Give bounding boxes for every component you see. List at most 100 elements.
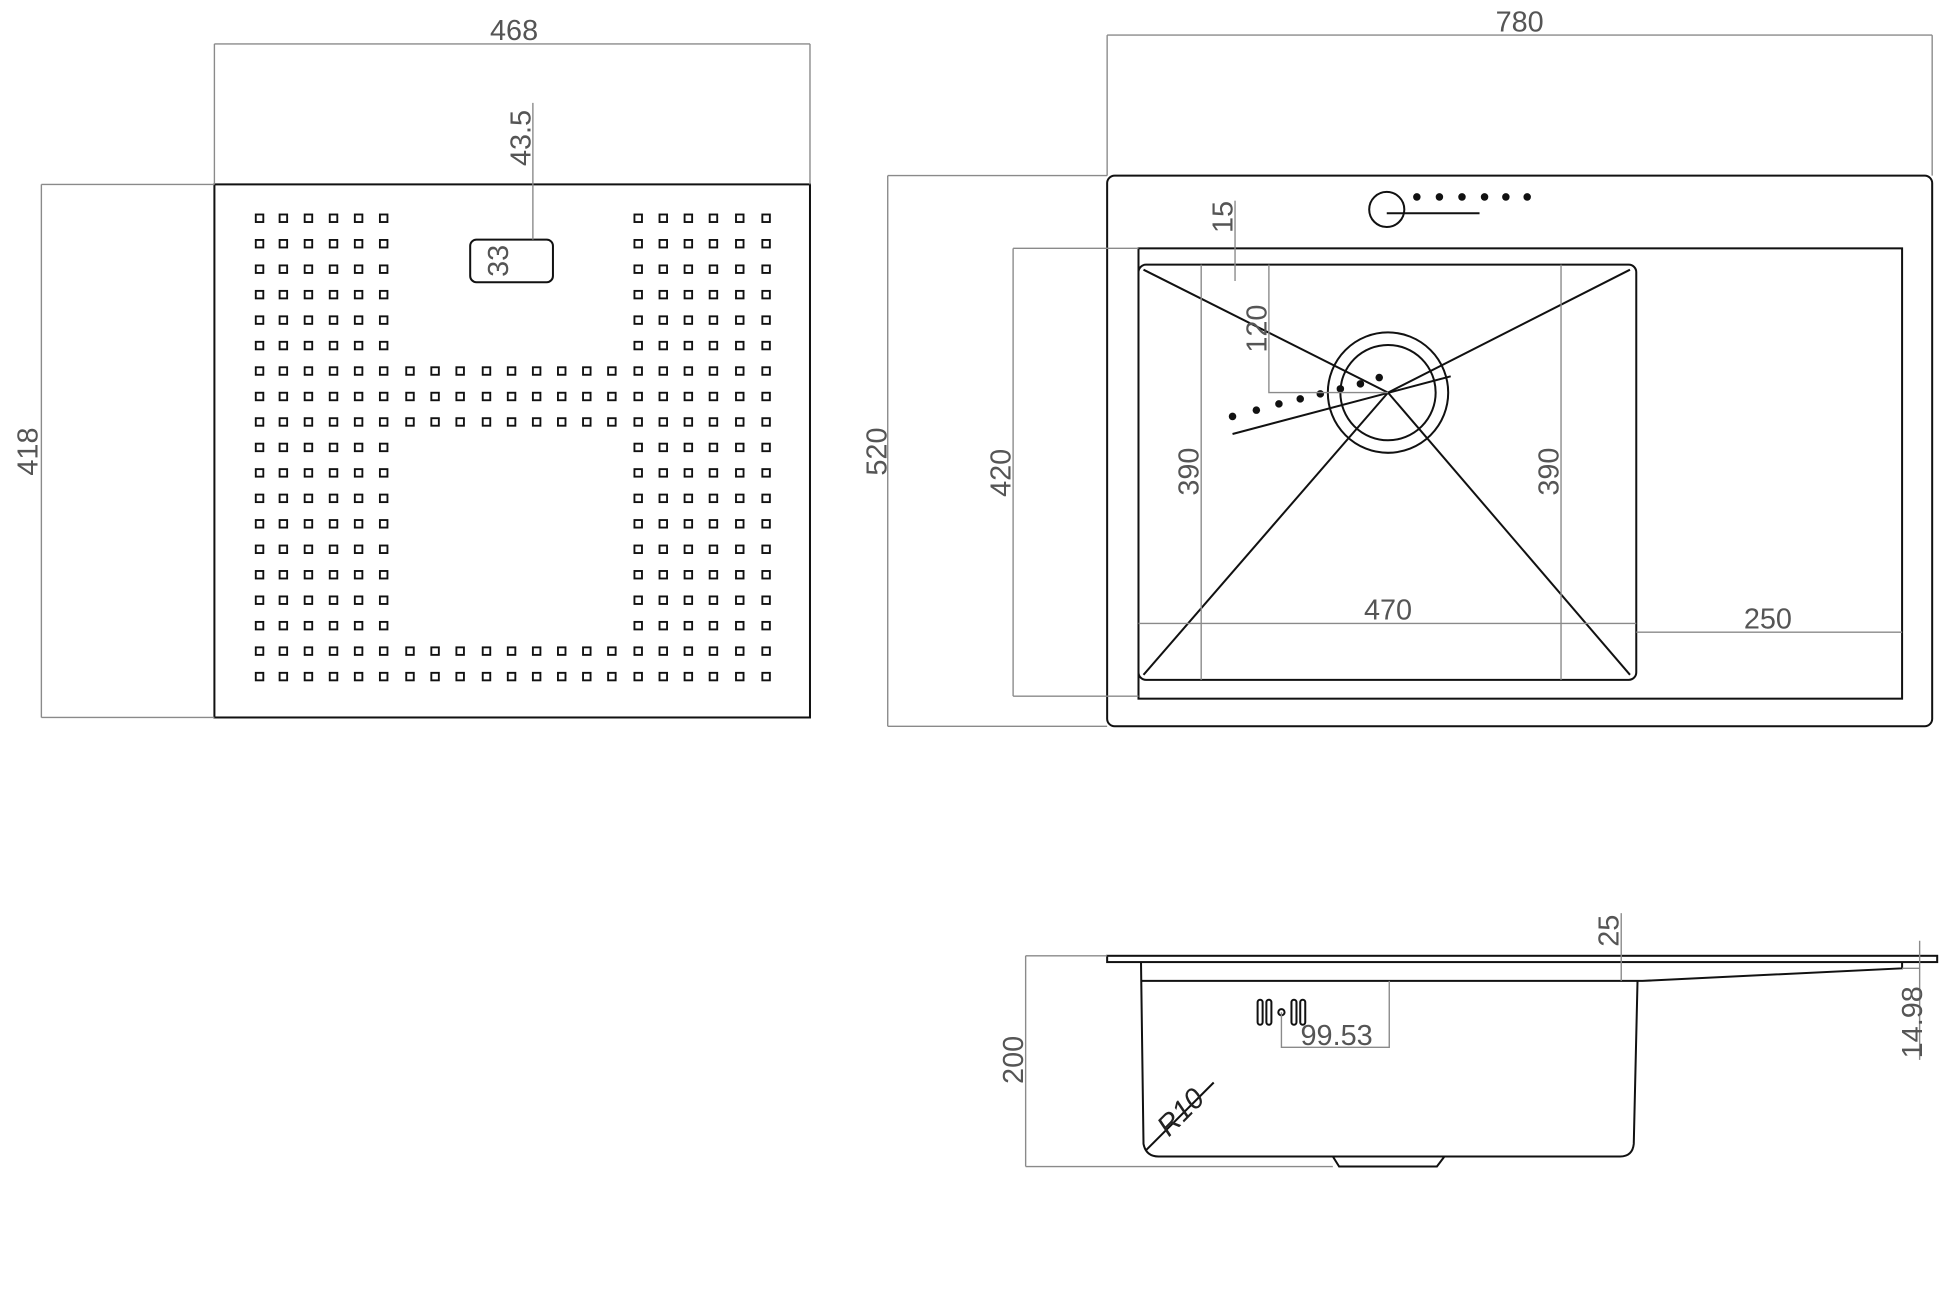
perforation-hole xyxy=(633,315,643,325)
perforation-hole xyxy=(683,595,694,605)
perforation-hole xyxy=(328,620,339,631)
perforation-hole xyxy=(633,620,643,631)
perforation-hole xyxy=(455,646,465,656)
perforation-hole xyxy=(303,620,314,631)
perforation-hole xyxy=(353,340,364,351)
perforation-hole xyxy=(278,544,289,554)
perforation-hole xyxy=(633,468,643,478)
perforation-hole xyxy=(658,239,668,249)
perforation-hole xyxy=(761,620,771,631)
perforation-hole xyxy=(430,671,440,682)
perforation-hole xyxy=(254,289,265,300)
perforation-hole xyxy=(481,417,492,427)
dimension-99-53: 99.53 xyxy=(1301,1020,1373,1052)
drainboard-outline xyxy=(213,183,811,719)
perforation-hole xyxy=(708,366,719,376)
perforation-hole xyxy=(378,239,389,249)
perforation-hole xyxy=(683,620,694,631)
perforation-hole xyxy=(658,391,668,402)
perforation-hole xyxy=(378,340,389,351)
perforation-hole xyxy=(353,289,364,300)
perforation-hole xyxy=(378,544,389,554)
perforation-hole xyxy=(455,417,465,427)
perforation-hole xyxy=(278,289,289,300)
perforation-hole xyxy=(658,442,668,453)
perforation-hole xyxy=(328,264,339,274)
perforation-hole xyxy=(683,493,694,504)
perforation-hole xyxy=(683,417,694,427)
perforation-hole xyxy=(582,646,592,656)
perforation-hole xyxy=(708,544,719,554)
perforation-hole xyxy=(735,391,745,402)
perforation-hole xyxy=(303,417,314,427)
perforation-hole xyxy=(708,442,719,453)
perforation-hole xyxy=(708,570,719,580)
perforation-hole xyxy=(278,620,289,631)
perforation-hole xyxy=(278,264,289,274)
perforation-hole xyxy=(683,289,694,300)
perforation-hole xyxy=(378,671,389,682)
perforation-hole xyxy=(607,391,617,402)
perforation-hole xyxy=(378,493,389,504)
perforation-hole xyxy=(708,340,719,351)
perforation-hole xyxy=(735,646,745,656)
perforation-hole xyxy=(683,544,694,554)
perforation-hole xyxy=(254,671,265,682)
perforation-hole xyxy=(353,213,364,223)
perforation-hole xyxy=(328,315,339,325)
perforation-hole xyxy=(658,417,668,427)
perforation-hole xyxy=(254,468,265,478)
perforation-hole xyxy=(735,493,745,504)
perforation-hole xyxy=(683,391,694,402)
perforation-hole xyxy=(658,519,668,529)
perforation-hole xyxy=(378,391,389,402)
perforation-hole xyxy=(328,213,339,223)
perforation-hole xyxy=(303,671,314,682)
dimension-14-98: 14.98 xyxy=(1897,986,1929,1058)
perforation-hole xyxy=(378,264,389,274)
perforation-hole xyxy=(607,671,617,682)
perforation-hole xyxy=(328,442,339,453)
perforation-hole xyxy=(481,366,492,376)
dimension-25: 25 xyxy=(1594,915,1626,947)
perforation-hole xyxy=(328,646,339,656)
perforation-hole xyxy=(735,671,745,682)
perforation-hole xyxy=(761,671,771,682)
perforation-hole xyxy=(506,671,517,682)
perforation-hole xyxy=(708,519,719,529)
perforation-hole xyxy=(633,264,643,274)
perforation-hole xyxy=(378,620,389,631)
perforation-hole xyxy=(430,366,440,376)
perforation-hole xyxy=(455,366,465,376)
perforation-hole xyxy=(278,442,289,453)
perforation-hole xyxy=(708,468,719,478)
perforation-hole xyxy=(557,391,567,402)
perforation-hole xyxy=(455,391,465,402)
perforation-hole xyxy=(761,391,771,402)
perforation-hole xyxy=(328,519,339,529)
bowl-profile xyxy=(1139,962,1639,1158)
perforation-hole xyxy=(633,544,643,554)
perforation-hole xyxy=(683,646,694,656)
perforation-hole xyxy=(633,671,643,682)
dimension-33: 33 xyxy=(483,245,515,277)
dimension-43-5: 43.5 xyxy=(505,110,537,166)
perforation-hole xyxy=(735,595,745,605)
perforation-hole xyxy=(254,595,265,605)
perforation-hole xyxy=(761,544,771,554)
perforation-hole xyxy=(328,595,339,605)
perforation-hole xyxy=(303,442,314,453)
perforation-hole xyxy=(378,289,389,300)
perforation-hole xyxy=(328,340,339,351)
perforation-hole xyxy=(683,366,694,376)
perforation-hole xyxy=(353,671,364,682)
perforation-hole xyxy=(378,417,389,427)
perforation-hole xyxy=(405,366,415,376)
radius-r10: R10 xyxy=(1151,1082,1211,1142)
perforation-hole xyxy=(761,493,771,504)
perforation-hole xyxy=(735,570,745,580)
perforation-hole xyxy=(761,595,771,605)
perforation-hole xyxy=(353,620,364,631)
bowl-outline xyxy=(1137,263,1638,681)
perforation-hole xyxy=(683,264,694,274)
